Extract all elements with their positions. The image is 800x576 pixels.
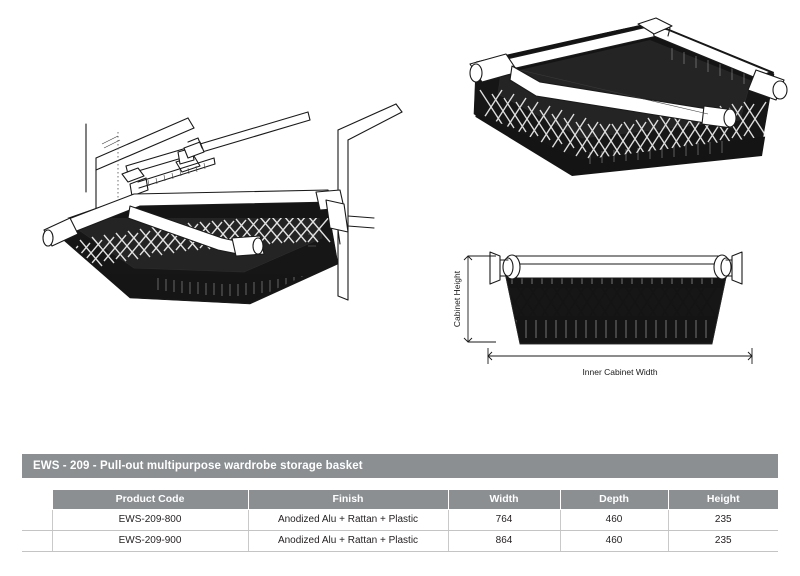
dim-inner-cabinet-width-label: Inner Cabinet Width	[582, 367, 657, 377]
cell-product-code: EWS-209-900	[51, 530, 248, 552]
front-view-dimension-drawing: Cabinet Height Inner Cabinet Width	[452, 251, 753, 377]
cell-depth: 460	[559, 530, 668, 552]
column-header-gutter	[22, 490, 52, 509]
column-header-finish: Finish	[247, 490, 448, 509]
installation-drawing	[42, 103, 403, 305]
cell-width: 864	[447, 530, 560, 552]
column-header-depth: Depth	[559, 490, 668, 509]
column-header-width: Width	[447, 490, 560, 509]
cell-width: 764	[447, 508, 560, 531]
isometric-basket-drawing	[469, 17, 788, 176]
cell-height: 235	[667, 508, 778, 531]
table-row: EWS-209-800 Anodized Alu + Rattan + Plas…	[22, 508, 778, 531]
column-header-height: Height	[667, 490, 778, 509]
product-title-bar: EWS - 209 - Pull-out multipurpose wardro…	[22, 454, 778, 478]
column-header-product-code: Product Code	[51, 490, 248, 509]
cell-gutter	[22, 508, 52, 531]
cell-depth: 460	[559, 508, 668, 531]
specification-table: Product Code Finish Width Depth Height E…	[22, 490, 778, 552]
product-title-text: EWS - 209 - Pull-out multipurpose wardro…	[33, 460, 363, 472]
cell-height: 235	[667, 530, 778, 552]
cell-finish: Anodized Alu + Rattan + Plastic	[247, 508, 448, 531]
cell-product-code: EWS-209-800	[51, 508, 248, 531]
dim-cabinet-height-label: Cabinet Height	[452, 270, 462, 327]
cell-gutter	[22, 530, 52, 552]
cell-finish: Anodized Alu + Rattan + Plastic	[247, 530, 448, 552]
table-row: EWS-209-900 Anodized Alu + Rattan + Plas…	[22, 530, 778, 552]
table-header-row: Product Code Finish Width Depth Height	[22, 490, 778, 509]
technical-drawings: Cabinet Height Inner Cabinet Width	[42, 17, 788, 377]
